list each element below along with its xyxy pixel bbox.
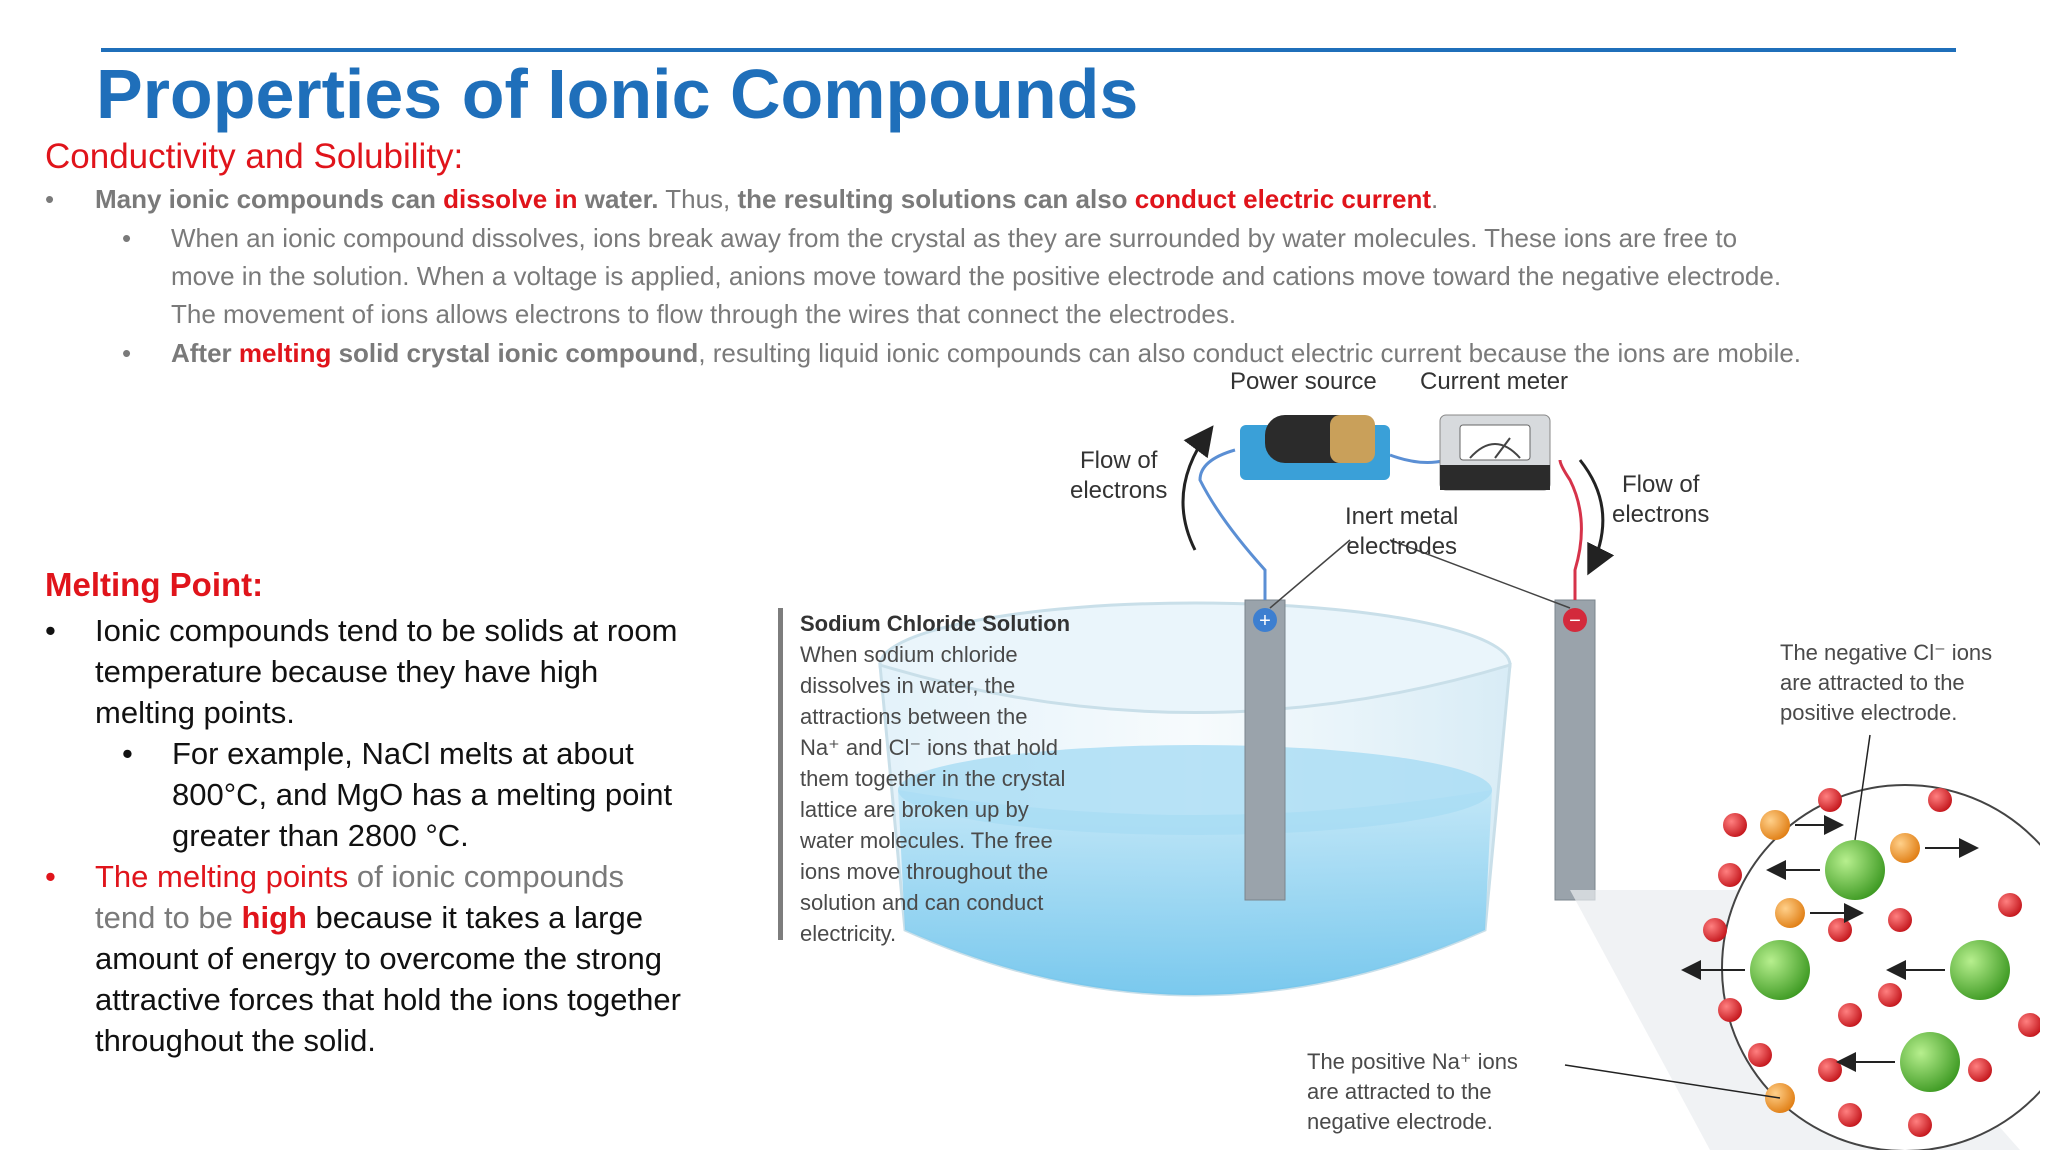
power-source-icon: [1240, 415, 1390, 480]
bullet-dot: •: [45, 613, 56, 648]
electrode-positive: +: [1244, 599, 1286, 901]
current-meter-label: Current meter: [1420, 368, 1569, 395]
sub-bullet-dot: •: [122, 736, 133, 771]
mp2-line-4: attractive forces that hold the ions tog…: [95, 982, 681, 1017]
melting-text-d: , resulting liquid ionic compounds can a…: [698, 338, 1802, 368]
mp-sub-line-2: 800°C, and MgO has a melting point: [172, 777, 673, 812]
pos-line-0: The positive Na⁺ ions: [1307, 1049, 1518, 1074]
sub-bullet-melting: • After melting solid crystal ionic comp…: [122, 334, 1801, 372]
box-line-8: solution and can conduct: [800, 890, 1044, 915]
mp-bullet-2: • The melting points of ionic compounds …: [45, 856, 681, 1061]
mp-line-2: temperature because they have high: [95, 654, 599, 689]
flow-right-label: Flow of electrons: [1612, 470, 1709, 530]
bullet-text-d: Thus,: [658, 184, 738, 214]
ion-magnified-view: [1681, 784, 2048, 1152]
pos-line-1: are attracted to the: [1307, 1079, 1492, 1104]
electrolysis-figure: + −: [770, 368, 2048, 1152]
mp2-text-b: of ionic compounds: [348, 859, 625, 894]
bullet-dissolve: • Many ionic compounds can dissolve in w…: [45, 180, 1438, 218]
box-title: Sodium Chloride Solution: [800, 611, 1071, 636]
title-rule: [101, 48, 1956, 52]
bullet-text-dissolve: dissolve in: [443, 184, 578, 214]
page-title: Properties of Ionic Compounds: [96, 55, 1139, 133]
bullet-text-e: the resulting solutions can also: [737, 184, 1135, 214]
positive-ions-label: The positive Na⁺ ions are attracted to t…: [1307, 1047, 1518, 1137]
figure-svg: + −: [778, 414, 2048, 1152]
bullet-dot: •: [45, 184, 55, 214]
flow-right-line-1: Flow of: [1622, 471, 1700, 498]
melting-text-a: After: [171, 338, 239, 368]
box-line-4: them together in the crystal: [800, 766, 1066, 791]
electrodes-label: Inert metal electrodes: [1345, 502, 1458, 562]
electrodes-line-1: Inert metal: [1345, 503, 1459, 530]
sub-bullet-dissolves: • When an ionic compound dissolves, ions…: [122, 219, 2022, 333]
melting-text-c: solid crystal ionic compound: [331, 338, 699, 368]
section-heading-conductivity: Conductivity and Solubility:: [45, 137, 464, 176]
sub-line-3: The movement of ions allows electrons to…: [171, 299, 1237, 329]
mp-line-3: melting points.: [95, 695, 295, 730]
current-meter-icon: [1439, 414, 1551, 491]
mp2-line-3: amount of energy to overcome the strong: [95, 941, 662, 976]
box-line-9: electricity.: [800, 921, 897, 946]
sub-bullet-dot: •: [122, 223, 132, 253]
mp-sub-bullet: • For example, NaCl melts at about 800°C…: [122, 733, 672, 856]
neg-line-2: positive electrode.: [1780, 700, 1958, 725]
minus-sign: −: [1569, 610, 1581, 632]
mp-bullet-1: • Ionic compounds tend to be solids at r…: [45, 610, 677, 733]
electrodes-line-2: electrodes: [1346, 533, 1458, 560]
beaker: [878, 601, 1512, 997]
mp2-text-e: because it takes a large: [306, 900, 643, 935]
mp2-line-5: throughout the solid.: [95, 1023, 376, 1058]
pos-line-2: negative electrode.: [1307, 1109, 1493, 1134]
box-line-3: Na⁺ and Cl⁻ ions that hold: [800, 735, 1059, 760]
box-line-7: ions move throughout the: [800, 859, 1049, 884]
bullet-text-c: water.: [577, 184, 659, 214]
box-line-1: dissolves in water, the: [800, 673, 1016, 698]
bullet-dot: •: [45, 859, 56, 894]
mp-line-1: Ionic compounds tend to be solids at roo…: [95, 613, 678, 648]
sub-line-2: move in the solution. When a voltage is …: [171, 261, 1782, 291]
flow-left-line-1: Flow of: [1080, 447, 1158, 474]
plus-sign: +: [1259, 610, 1271, 632]
negative-ions-label: The negative Cl⁻ ions are attracted to t…: [1780, 638, 1992, 728]
section-heading-melting: Melting Point:: [45, 566, 264, 603]
sub-line-1: When an ionic compound dissolves, ions b…: [171, 223, 1738, 253]
power-source-label: Power source: [1230, 368, 1377, 395]
mp-sub-line-1: For example, NaCl melts at about: [172, 736, 634, 771]
mp2-text-high: high: [241, 900, 307, 935]
mp-sub-line-3: greater than 2800 °C.: [172, 818, 469, 853]
box-line-5: lattice are broken up by: [800, 797, 1029, 822]
mp2-text-c: tend to be: [95, 900, 242, 935]
box-line-0: When sodium chloride: [800, 642, 1018, 667]
neg-line-0: The negative Cl⁻ ions: [1780, 640, 1993, 665]
sub-bullet-dot: •: [122, 338, 132, 368]
sodium-chloride-box: Sodium Chloride Solution When sodium chl…: [800, 608, 1070, 949]
flow-left-line-2: electrons: [1070, 477, 1168, 504]
box-line-6: water molecules. The free: [800, 828, 1053, 853]
neg-line-1: are attracted to the: [1780, 670, 1965, 695]
bullet-text-g: .: [1431, 184, 1439, 214]
mp2-text-a: The melting points: [95, 859, 349, 894]
melting-text-b: melting: [238, 338, 332, 368]
bullet-text-conduct: conduct electric current: [1134, 184, 1431, 214]
flow-right-line-2: electrons: [1612, 501, 1710, 528]
box-line-2: attractions between the: [800, 704, 1028, 729]
flow-left-label: Flow of electrons: [1070, 446, 1167, 506]
electrode-negative: −: [1554, 599, 1596, 901]
bullet-text-a: Many ionic compounds can: [95, 184, 444, 214]
